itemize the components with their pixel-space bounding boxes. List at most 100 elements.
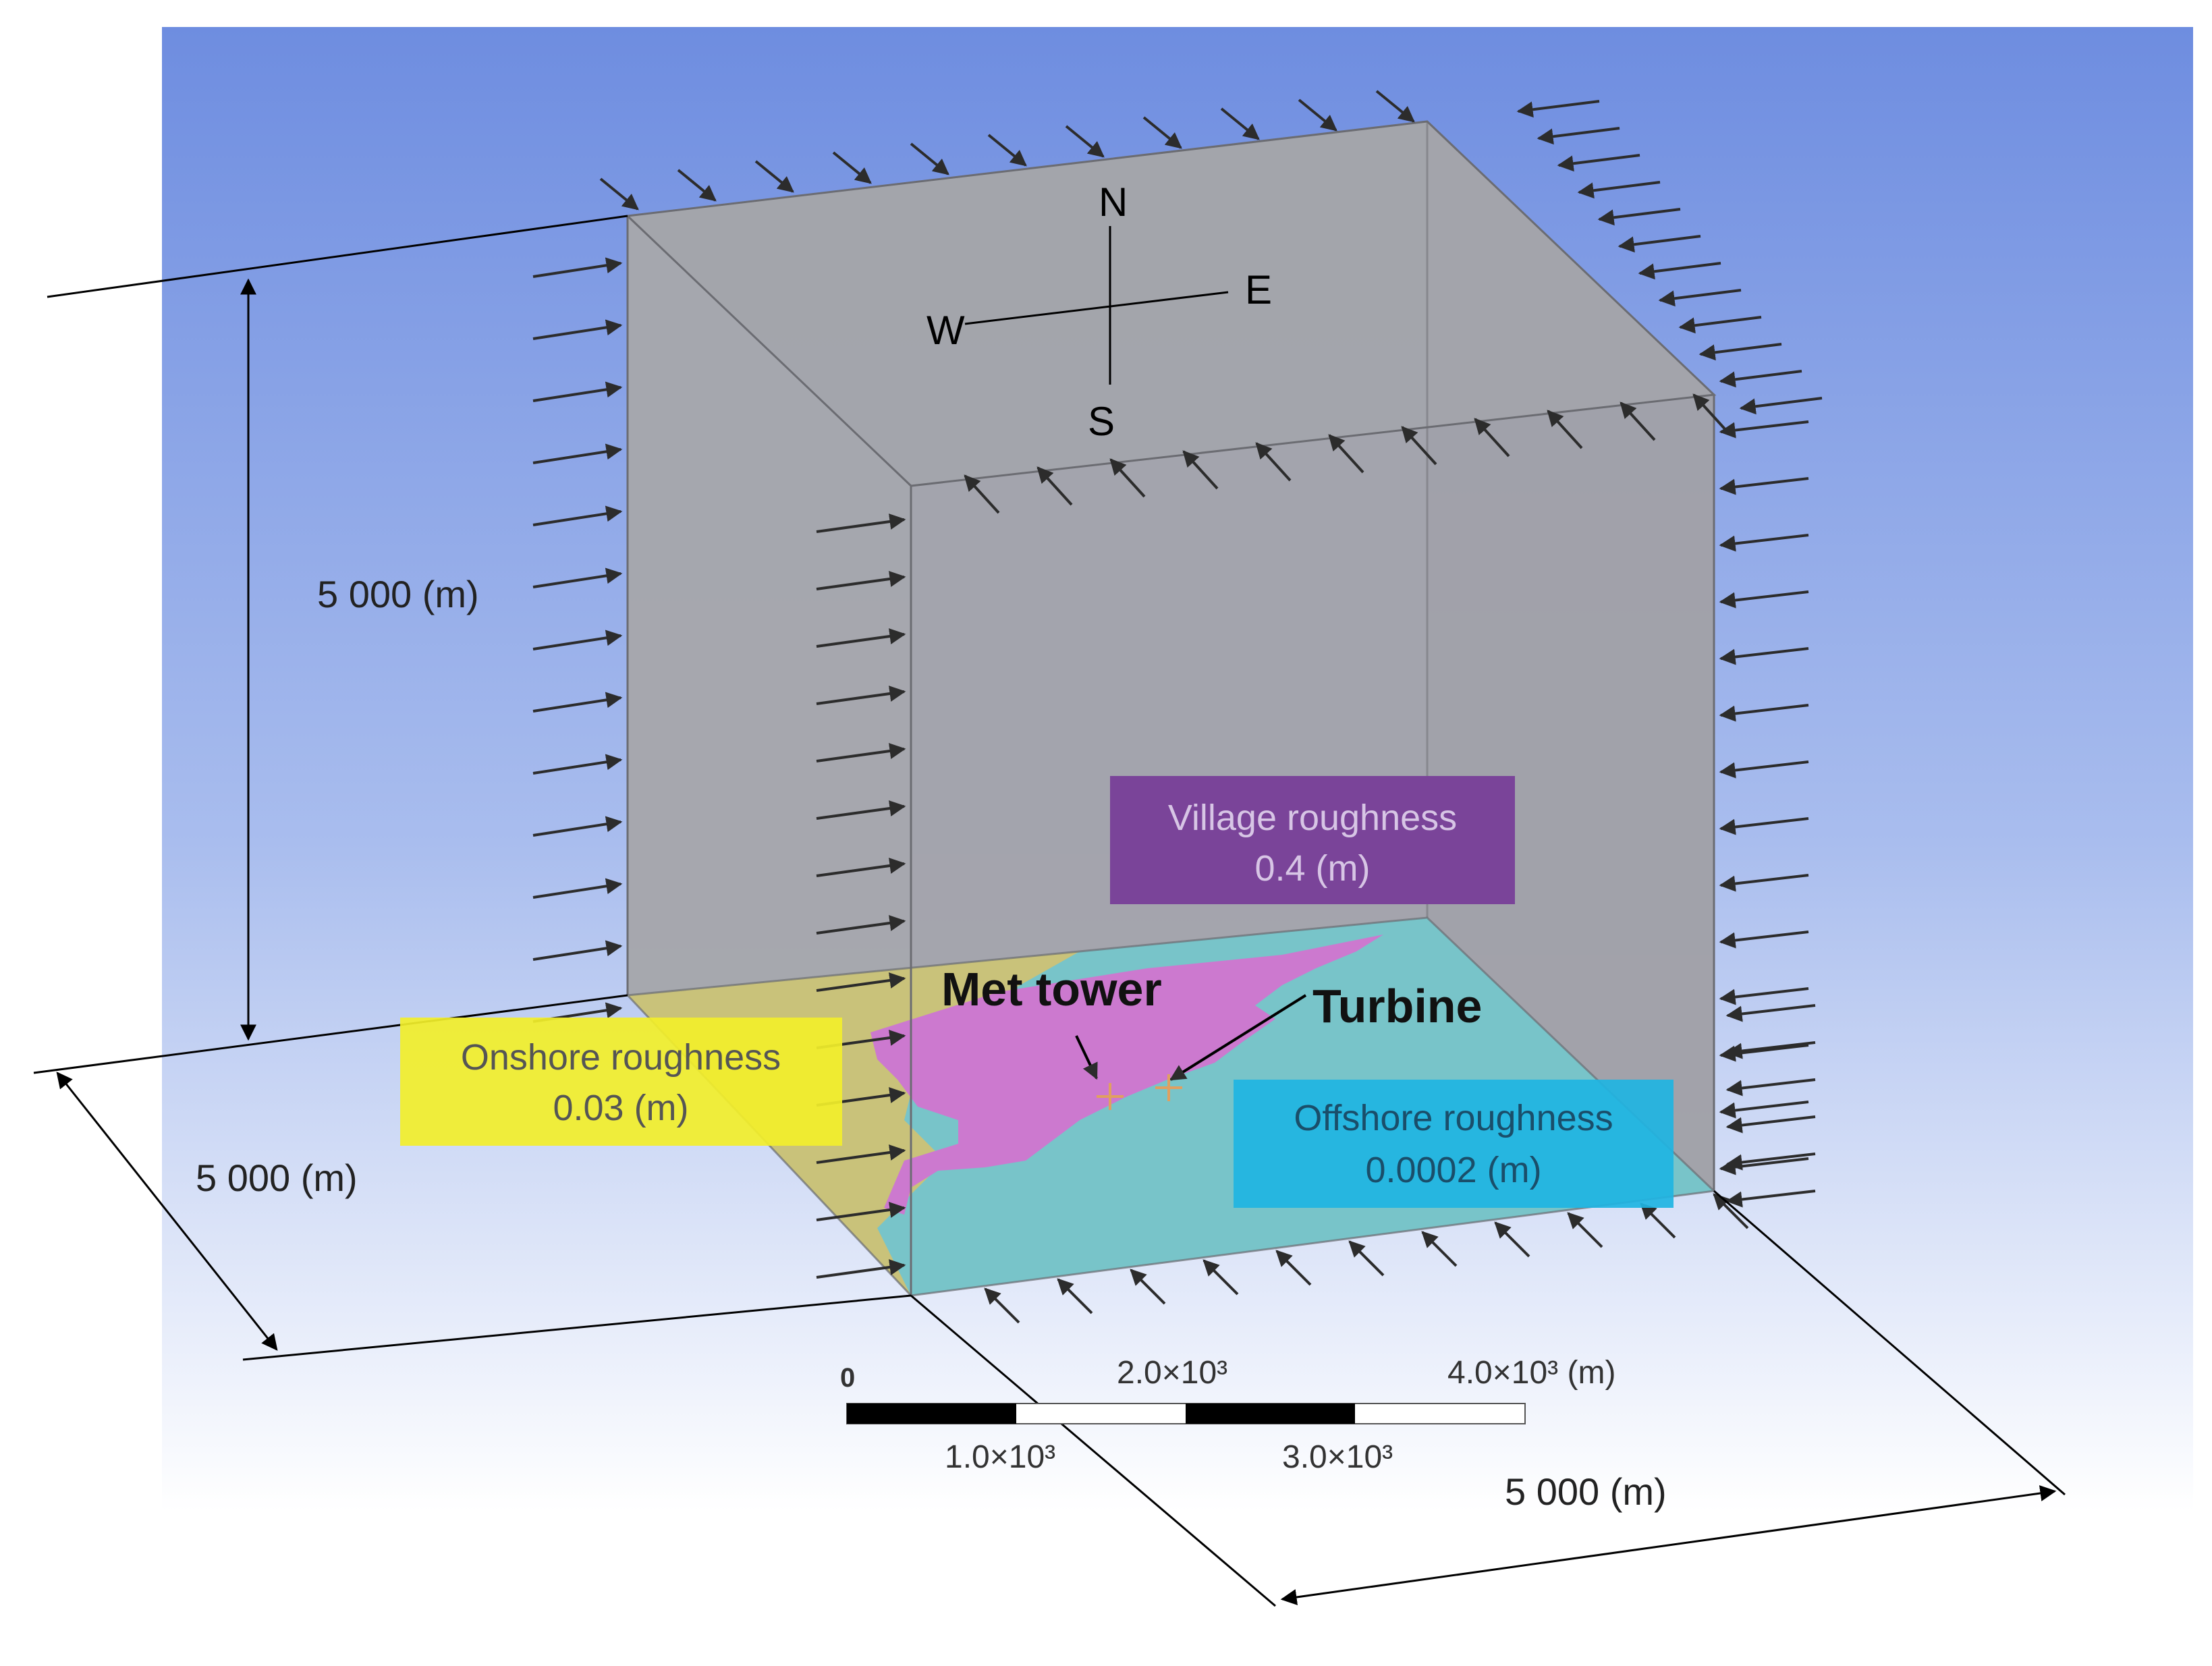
flow-arrow: [1719, 420, 1809, 439]
met-tower-label: Met tower: [941, 963, 1162, 1016]
flow-arrow: [1617, 235, 1701, 253]
village-label-value: 0.4 (m): [1254, 848, 1370, 889]
flow-arrow: [832, 151, 872, 184]
ground-village-land: [870, 935, 1383, 1215]
flow-arrow: [1719, 817, 1809, 835]
flow-arrow: [964, 474, 1000, 514]
flow-arrow: [1719, 647, 1809, 665]
flow-arrow: [1725, 1078, 1816, 1096]
met-tower-marker: [1097, 1083, 1124, 1110]
flow-arrow: [1036, 466, 1073, 506]
flow-arrow: [677, 169, 717, 202]
compass-north-label: N: [1099, 179, 1128, 225]
flow-arrow: [1547, 410, 1583, 449]
dimension-lines: [33, 215, 2066, 1607]
flow-arrow: [1255, 442, 1292, 482]
flow-arrow: [532, 257, 623, 278]
flow-arrow: [1421, 1231, 1458, 1267]
flow-arrow: [816, 800, 906, 820]
village-roughness-label: Village roughness 0.4 (m): [1110, 776, 1515, 904]
flow-arrow: [1220, 107, 1260, 140]
flow-arrow: [816, 1202, 906, 1221]
scale-tick-3: 3.0×10³: [1282, 1439, 1393, 1475]
flow-arrow: [1638, 262, 1721, 280]
flow-arrow: [816, 1144, 906, 1164]
width-dimension-label: 5 000 (m): [1505, 1470, 1667, 1513]
flow-arrow: [1719, 590, 1809, 609]
flow-arrow: [1516, 100, 1600, 118]
onshore-roughness-label: Onshore roughness 0.03 (m): [400, 1018, 842, 1146]
scale-tick-0: 0: [840, 1363, 855, 1393]
scale-tick-1: 1.0×10³: [945, 1439, 1055, 1475]
flow-arrow: [1182, 450, 1219, 490]
flow-arrow: [1719, 874, 1809, 892]
flow-arrow: [1537, 127, 1620, 145]
scale-tick-4: 4.0×10³ (m): [1447, 1355, 1615, 1391]
onshore-label-box: [400, 1018, 842, 1146]
compass-west-label: W: [927, 308, 965, 353]
compass-south-label: S: [1088, 399, 1115, 444]
flow-arrow: [1348, 1240, 1385, 1277]
flow-arrow: [816, 915, 906, 935]
compass-rose: [964, 226, 1229, 385]
flow-arrow: [532, 319, 623, 340]
flow-arrow: [532, 878, 623, 899]
depth-dimension-line: [56, 1072, 278, 1351]
flow-arrow: [1328, 434, 1364, 474]
width-dimension-line: [1280, 1485, 2057, 1605]
met-tower-pointer: [1075, 1035, 1098, 1080]
flow-arrow: [816, 858, 906, 877]
flow-arrow: [1275, 1250, 1312, 1286]
offshore-label-title: Offshore roughness: [1294, 1098, 1613, 1138]
box-top-face: [628, 121, 1714, 486]
flow-arrow: [1725, 1190, 1816, 1208]
compass-east-label: E: [1245, 267, 1272, 312]
flow-arrow: [984, 1287, 1020, 1324]
flow-arrow: [1725, 1041, 1816, 1059]
flow-arrow: [532, 505, 623, 526]
flow-arrow: [1401, 426, 1437, 466]
flow-arrow: [1739, 397, 1823, 415]
flow-arrow: [1109, 458, 1146, 498]
flow-arrow: [1640, 1202, 1676, 1239]
flow-arrow: [532, 816, 623, 837]
flow-arrow: [1057, 1278, 1093, 1314]
flow-arrow: [532, 692, 623, 713]
scale-bar-segment-1: [847, 1404, 1016, 1424]
flow-arrow: [1202, 1259, 1239, 1296]
flow-arrow: [1698, 343, 1782, 361]
flow-arrow: [1725, 1153, 1816, 1171]
height-dimension-label: 5 000 (m): [317, 573, 479, 615]
flow-arrow: [1567, 1212, 1603, 1248]
scale-tick-2: 2.0×10³: [1117, 1355, 1227, 1391]
scale-bar: [846, 1403, 1526, 1424]
flow-arrow: [1494, 1221, 1530, 1258]
flow-arrow: [1130, 1269, 1166, 1305]
flow-arrow: [1719, 704, 1809, 722]
offshore-label-value: 0.0002 (m): [1365, 1150, 1541, 1190]
flow-arrow: [1298, 99, 1337, 132]
flow-arrow: [1557, 154, 1640, 172]
flow-arrow: [816, 513, 906, 533]
flow-arrow: [1620, 401, 1656, 441]
turbine-marker: [1155, 1074, 1182, 1101]
flow-arrow: [532, 381, 623, 402]
village-label-box: [1110, 776, 1515, 904]
flow-arrow: [1577, 181, 1661, 199]
flow-arrow: [532, 754, 623, 775]
onshore-label-title: Onshore roughness: [461, 1037, 781, 1078]
flow-arrow: [1065, 125, 1105, 158]
flow-arrow: [1474, 418, 1510, 457]
flow-arrow: [599, 177, 639, 211]
offshore-label-box: [1234, 1080, 1674, 1208]
flow-arrow: [1719, 370, 1802, 388]
village-label-title: Village roughness: [1168, 798, 1457, 838]
onshore-label-value: 0.03 (m): [553, 1088, 688, 1128]
flow-arrow: [1597, 208, 1681, 226]
flow-arrow: [816, 743, 906, 762]
flow-arrow: [1678, 316, 1762, 334]
flow-arrow: [910, 142, 949, 175]
offshore-roughness-label: Offshore roughness 0.0002 (m): [1234, 1080, 1674, 1208]
turbine-label: Turbine: [1312, 980, 1482, 1032]
flow-arrow: [816, 972, 906, 992]
